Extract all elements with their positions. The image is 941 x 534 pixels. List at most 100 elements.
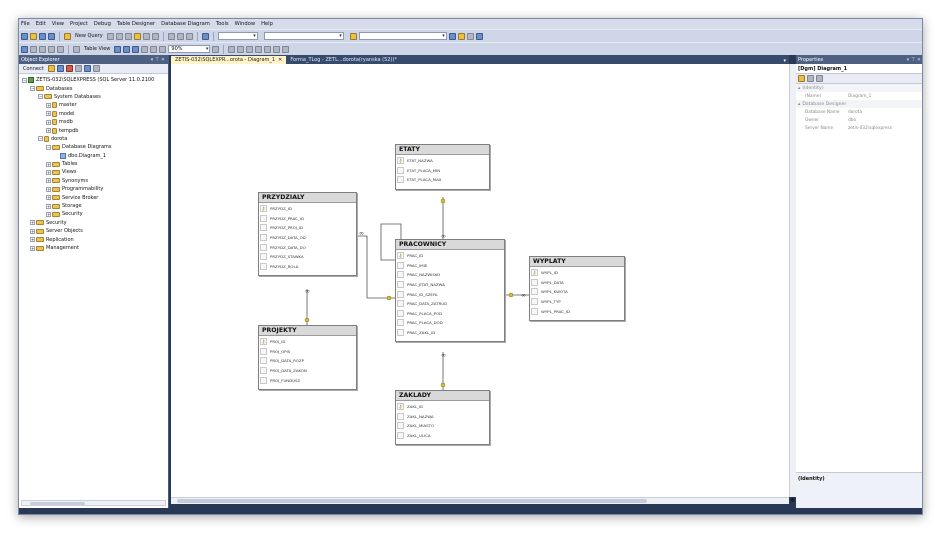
find-in-files-icon[interactable] xyxy=(349,32,357,40)
menu-tools[interactable]: Tools xyxy=(215,21,229,27)
rel-self-pracownicy[interactable] xyxy=(380,223,402,261)
panel-pin-close-icon[interactable]: ▾ ⊤ ✕ xyxy=(150,56,165,63)
add-related-icon[interactable] xyxy=(39,45,46,53)
analysis-query-icon[interactable] xyxy=(115,32,123,40)
table-title[interactable]: PRACOWNICY xyxy=(396,240,504,250)
column-row[interactable]: WYPL_TYP xyxy=(531,297,623,307)
column-row[interactable]: PRAC_ID_SZEFA xyxy=(397,289,503,299)
collapse-icon[interactable]: − xyxy=(38,94,43,100)
menu-file[interactable]: File xyxy=(21,21,30,27)
tree-node[interactable]: +Storage xyxy=(19,202,168,210)
tree-node[interactable]: −dorota xyxy=(19,135,168,143)
tree-node[interactable]: +Replication xyxy=(19,235,168,243)
diagram-vscrollbar[interactable] xyxy=(789,64,796,497)
spatial-icon[interactable] xyxy=(264,45,272,53)
collapse-icon[interactable]: − xyxy=(22,77,27,83)
db-engine-query-icon[interactable] xyxy=(106,32,114,40)
column-row[interactable]: PROJ_OPIS xyxy=(260,347,355,357)
menu-table-designer[interactable]: Table Designer xyxy=(116,21,156,27)
expand-icon[interactable]: + xyxy=(46,178,51,184)
menu-database-diagram[interactable]: Database Diagram xyxy=(161,21,210,27)
tree-node[interactable]: dbo.Diagram_1 xyxy=(19,152,168,160)
save-icon[interactable] xyxy=(39,32,46,40)
cut-icon[interactable] xyxy=(133,32,141,40)
tree-node[interactable]: +model xyxy=(19,110,168,118)
column-row[interactable]: PRAC_PLACA_POD xyxy=(397,309,503,319)
menu-help[interactable]: Help xyxy=(261,21,273,27)
copy-icon[interactable] xyxy=(142,32,150,40)
column-row[interactable]: PRZYDZ_DATA_DO xyxy=(260,242,355,252)
navigator-icon[interactable]: ✥ xyxy=(789,497,796,504)
column-row[interactable]: PRAC_ETAT_NAZWA xyxy=(397,280,503,290)
close-tab-icon[interactable]: ✕ xyxy=(278,57,283,63)
new-table-icon[interactable] xyxy=(21,45,28,53)
properties-category-designer[interactable]: ▴ Database Designer xyxy=(796,100,922,108)
tab-forma-tlog[interactable]: Forma_TLog - ZETL...dorota(ryanska (52))… xyxy=(286,56,401,64)
properties-object-selector[interactable]: [Dgm] Diagram_1 xyxy=(796,64,922,74)
alphabetical-icon[interactable] xyxy=(807,75,814,82)
categorized-icon[interactable] xyxy=(798,75,805,82)
property-pages-icon[interactable] xyxy=(816,75,823,82)
connect-db-icon[interactable] xyxy=(47,65,55,72)
open-file-icon[interactable] xyxy=(30,32,37,40)
column-row[interactable]: PROJ_DATA_ZAKON xyxy=(260,366,355,376)
new-text-annotation-icon[interactable] xyxy=(141,45,149,53)
column-row[interactable]: ⚷ETAT_NAZWA xyxy=(397,156,488,166)
column-row[interactable]: ⚷PRZYDZ_ID xyxy=(260,204,355,214)
column-row[interactable]: ⚷ZAKL_ID xyxy=(397,402,488,412)
zoom-combo[interactable]: 90% xyxy=(168,45,211,53)
column-row[interactable]: ZAKL_MIASTO xyxy=(397,421,488,431)
expand-icon[interactable]: + xyxy=(46,195,51,201)
save-all-icon[interactable] xyxy=(48,32,55,40)
tab-diagram[interactable]: ZETIS-032\SQLEXPR...orota - Diagram_1 ✕ xyxy=(171,56,287,64)
table-view-dropdown[interactable]: Table View xyxy=(84,46,111,52)
collapse-icon[interactable]: − xyxy=(46,144,51,150)
connect-button[interactable]: Connect xyxy=(23,65,44,72)
solution-config-combo[interactable] xyxy=(217,32,258,40)
navigate-back-icon[interactable] xyxy=(185,32,193,40)
expand-icon[interactable]: + xyxy=(30,220,35,226)
expand-icon[interactable]: + xyxy=(30,237,35,243)
expand-icon[interactable]: + xyxy=(46,169,51,175)
table-title[interactable]: PROJEKTY xyxy=(259,326,356,336)
arrange-selection-icon[interactable] xyxy=(123,45,131,53)
tree-node[interactable]: −ZETIS-032\SQLEXPRESS (SQL Server 11.0.2… xyxy=(19,76,168,84)
column-row[interactable]: PRZYDZ_PROJ_ID xyxy=(260,223,355,233)
generate-script-icon[interactable] xyxy=(273,45,281,53)
tab-list-dropdown-icon[interactable]: ▾ xyxy=(783,58,786,64)
platform-combo[interactable] xyxy=(263,32,344,40)
start-debug-icon[interactable] xyxy=(201,32,209,40)
column-row[interactable]: ZAKL_NAZWA xyxy=(397,412,488,422)
expand-icon[interactable]: + xyxy=(46,111,51,117)
column-row[interactable]: WYPL_KWOTA xyxy=(531,287,623,297)
tree-node[interactable]: +Tables xyxy=(19,160,168,168)
arrange-tables-icon[interactable] xyxy=(114,45,122,53)
column-row[interactable]: PRAC_NAZWISKO xyxy=(397,270,503,280)
column-row[interactable]: PRAC_ZAKL_ID xyxy=(397,328,503,338)
check-constraints-icon[interactable] xyxy=(237,45,245,53)
delete-table-icon[interactable] xyxy=(48,45,55,53)
tree-node[interactable]: −System Databases xyxy=(19,93,168,101)
tree-node[interactable]: +master xyxy=(19,101,168,109)
tree-node[interactable]: +Server Objects xyxy=(19,227,168,235)
menu-view[interactable]: View xyxy=(51,21,65,27)
menu-debug[interactable]: Debug xyxy=(93,21,111,27)
menu-edit[interactable]: Edit xyxy=(35,21,46,27)
remove-from-diagram-icon[interactable] xyxy=(57,45,64,53)
refresh-icon[interactable] xyxy=(83,65,91,72)
menu-window[interactable]: Window xyxy=(234,21,256,27)
tree-node[interactable]: +tempdb xyxy=(19,126,168,134)
collapse-icon[interactable]: − xyxy=(38,136,43,142)
column-row[interactable]: ⚷PROJ_ID xyxy=(260,337,355,347)
column-row[interactable]: WYPL_PRAC_ID xyxy=(531,306,623,316)
expand-icon[interactable]: + xyxy=(46,211,51,217)
expand-icon[interactable]: + xyxy=(46,119,51,125)
properties-icon[interactable] xyxy=(457,32,465,40)
column-row[interactable]: PRAC_IMIE xyxy=(397,261,503,271)
